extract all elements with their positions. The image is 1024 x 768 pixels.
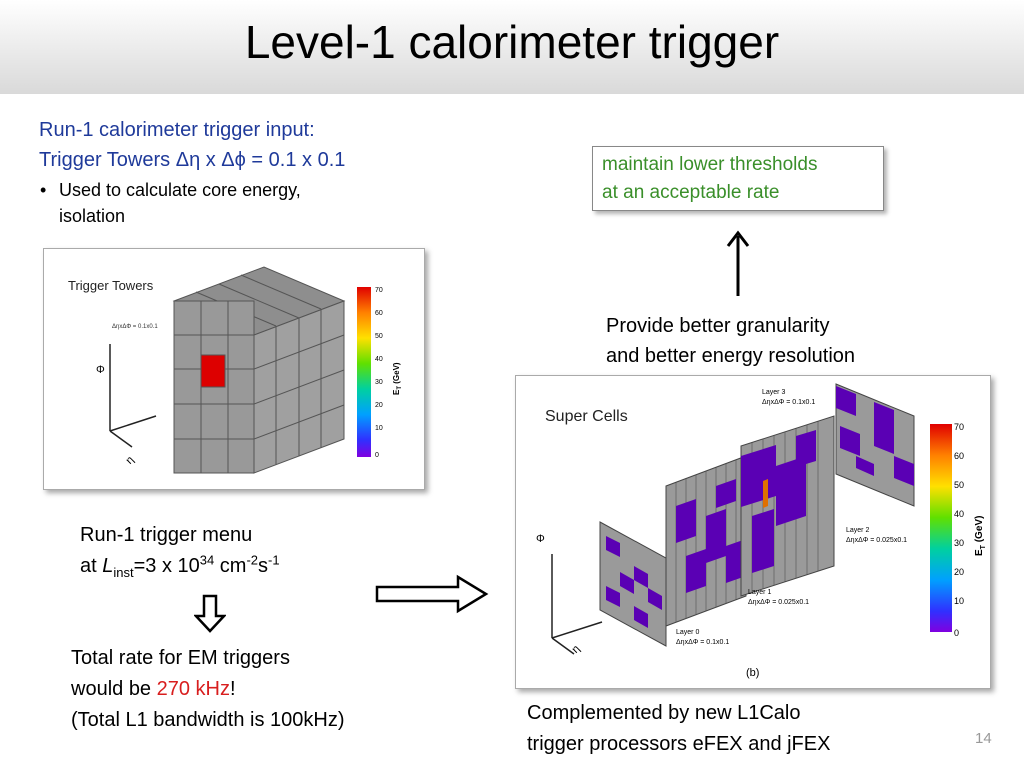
menu-line1: Run-1 trigger menu — [80, 524, 253, 546]
rate-line1: Total rate for EM triggers — [71, 647, 290, 669]
threshold-callout: maintain lower thresholds at an acceptab… — [592, 146, 884, 211]
bullet-line1: Used to calculate core energy, — [59, 180, 301, 200]
bullet-line2: isolation — [59, 206, 126, 226]
sc-panel-caption: (b) — [746, 667, 759, 679]
sc-phi-label: Φ — [536, 533, 545, 545]
svg-text:Layer 1: Layer 1 — [748, 589, 771, 596]
svg-text:70: 70 — [954, 422, 964, 432]
layer1-panel — [665, 455, 747, 627]
layer0-panel — [599, 521, 667, 647]
tt-phi-label: Φ — [96, 364, 105, 376]
svg-text:ΔηxΔΦ = 0.025x0.1: ΔηxΔΦ = 0.025x0.1 — [846, 537, 907, 544]
svg-text:30: 30 — [375, 379, 383, 386]
svg-text:10: 10 — [954, 596, 964, 606]
svg-text:50: 50 — [375, 333, 383, 340]
sc-colorbar-label: ET (GeV) — [974, 516, 987, 556]
tt-eta-label: η — [124, 454, 137, 467]
input-heading-line1: Run-1 calorimeter trigger input: — [39, 119, 315, 141]
page-number: 14 — [975, 730, 992, 747]
svg-text:Layer 3: Layer 3 — [762, 389, 785, 396]
callout-line1: maintain lower thresholds — [602, 154, 818, 175]
svg-text:ΔηxΔΦ = 0.025x0.1: ΔηxΔΦ = 0.025x0.1 — [748, 599, 809, 606]
rate-line2: would be 270 kHz! — [71, 678, 236, 700]
svg-text:40: 40 — [375, 356, 383, 363]
rate-value: 270 kHz — [156, 678, 230, 700]
svg-text:20: 20 — [954, 567, 964, 577]
svg-text:20: 20 — [375, 402, 383, 409]
granularity-line2: and better energy resolution — [606, 345, 856, 367]
tt-colorbar-label: ET (GeV) — [392, 362, 403, 395]
svg-text:0: 0 — [954, 628, 959, 638]
right-arrow-icon — [375, 574, 489, 614]
tt-title: Trigger Towers — [68, 278, 154, 293]
svg-text:40: 40 — [954, 509, 964, 519]
svg-text:10: 10 — [375, 425, 383, 432]
svg-text:70: 70 — [375, 287, 383, 294]
svg-text:60: 60 — [375, 310, 383, 317]
svg-text:ΔηxΔΦ = 0.1x0.1: ΔηxΔΦ = 0.1x0.1 — [762, 399, 815, 406]
super-cells-figure: Super Cells Φ η — [515, 375, 991, 689]
callout-line2: at an acceptable rate — [602, 182, 780, 203]
sc-title: Super Cells — [545, 408, 628, 425]
down-arrow-icon — [194, 594, 226, 633]
bullet-marker: • — [40, 180, 47, 200]
input-heading-line2: Trigger Towers Δη x Δϕ = 0.1 x 0.1 — [39, 149, 346, 171]
granularity-line1: Provide better granularity — [606, 315, 830, 337]
svg-text:0: 0 — [375, 452, 379, 459]
tt-granularity: ΔηxΔΦ = 0.1x0.1 — [112, 324, 158, 330]
layer3-panel — [835, 383, 915, 507]
svg-text:Layer 0: Layer 0 — [676, 629, 699, 636]
svg-text:30: 30 — [954, 538, 964, 548]
complement-line1: Complemented by new L1Calo — [527, 702, 801, 724]
layer2-panel — [740, 415, 835, 597]
complement-line2: trigger processors eFEX and jFEX — [527, 733, 831, 755]
trigger-towers-figure: Trigger Towers ΔηxΔΦ = 0.1x0.1 Φ η — [43, 248, 425, 490]
title-bar — [0, 0, 1024, 94]
svg-text:50: 50 — [954, 480, 964, 490]
trigger-towers-svg: Trigger Towers ΔηxΔΦ = 0.1x0.1 Φ η — [68, 266, 403, 474]
svg-text:ΔηxΔΦ = 0.1x0.1: ΔηxΔΦ = 0.1x0.1 — [676, 639, 729, 646]
super-cells-svg: Super Cells Φ η — [536, 383, 987, 679]
svg-text:60: 60 — [954, 451, 964, 461]
sc-colorbar — [930, 424, 952, 632]
up-arrow-icon — [726, 230, 750, 296]
rate-line3: (Total L1 bandwidth is 100kHz) — [71, 709, 345, 731]
menu-line2: at Linst=3 x 1034 cm-2s-1 — [80, 552, 280, 580]
slide-title: Level-1 calorimeter trigger — [244, 16, 780, 68]
svg-text:Layer 2: Layer 2 — [846, 527, 869, 534]
sc-eta-label: η — [570, 643, 583, 656]
tt-hot-tower — [200, 354, 226, 388]
tt-colorbar — [357, 287, 371, 457]
